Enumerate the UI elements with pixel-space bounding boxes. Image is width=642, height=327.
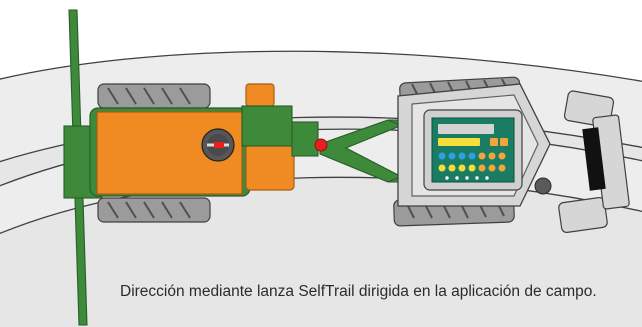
control-terminal-icon <box>423 109 523 191</box>
selftrail-drawbar <box>314 119 403 183</box>
tractor-body <box>89 83 319 197</box>
steering-wheel-icon <box>201 128 235 162</box>
hitch-point-icon <box>314 138 328 152</box>
caption-text: Dirección mediante lanza SelfTrail dirig… <box>120 283 597 300</box>
tractor-tyres <box>97 83 211 223</box>
